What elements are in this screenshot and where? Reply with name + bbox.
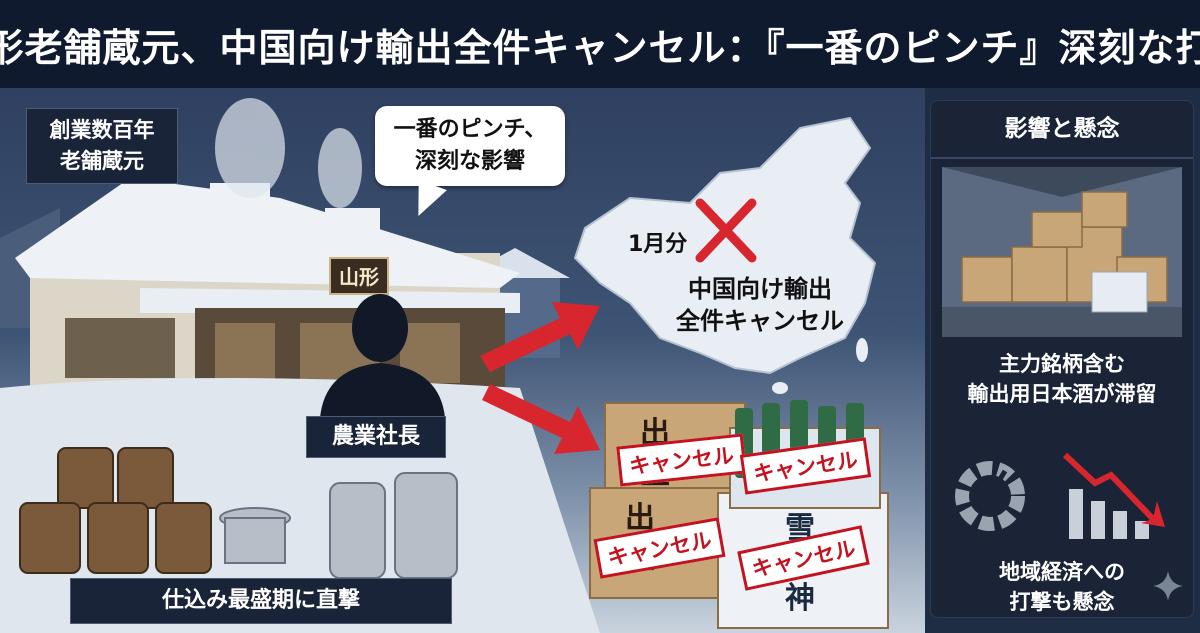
founded-label: 創業数百年 老舗蔵元 — [26, 108, 178, 184]
x-mark-icon — [695, 198, 757, 263]
founded-line-1: 創業数百年 — [49, 118, 155, 142]
stagnant-text: 主力銘柄含む 輸出用日本酒が滞留 — [931, 349, 1193, 409]
stagnant-line-1: 主力銘柄含む — [999, 352, 1125, 376]
warehouse-illustration — [942, 167, 1182, 337]
stagnant-line-2: 輸出用日本酒が滞留 — [967, 382, 1157, 406]
title-bar: 山形老舗蔵元、中国向け輸出全件キャンセル：『一番のピンチ』深刻な打撃 — [0, 0, 1200, 88]
speech-bubble: 一番のピンチ、 深刻な影響 — [375, 106, 565, 186]
speech-line-1: 一番のピンチ、 — [393, 117, 547, 142]
map-line-2: 全件キャンセル — [676, 307, 844, 335]
brewery-building: 山形 — [15, 178, 520, 393]
brewing-tanks — [219, 472, 458, 579]
impact-sidebar: 影響と懸念 主力銘柄含む 輸出用日本酒が滞留 地域経済への 打撃も懸念 — [930, 100, 1194, 618]
sidebar-heading: 影響と懸念 — [931, 101, 1193, 159]
map-cancel-label: 中国向け輸出 全件キャンセル — [650, 273, 870, 337]
brewery-sign — [329, 257, 389, 295]
taiwan-island — [856, 338, 868, 362]
barrels — [19, 447, 212, 574]
economy-text: 地域経済への 打撃も懸念 — [931, 557, 1193, 617]
svg-text:山形: 山形 — [339, 265, 379, 289]
map-month-label: 1月分 — [628, 232, 688, 257]
declining-chart-icon — [1062, 452, 1165, 539]
broken-gear-icon — [955, 461, 1025, 531]
founded-line-2: 老舗蔵元 — [60, 149, 144, 173]
economy-line-1: 地域経済への — [999, 560, 1125, 584]
president-label: 農業社長 — [306, 416, 446, 458]
svg-text:神: 神 — [785, 581, 815, 616]
arrow-icon — [480, 302, 600, 454]
china-map — [573, 116, 877, 375]
map-line-1: 中国向け輸出 — [688, 275, 832, 303]
president-silhouette — [320, 294, 445, 418]
page-title: 山形老舗蔵元、中国向け輸出全件キャンセル：『一番のピンチ』深刻な打撃 — [0, 25, 1200, 70]
economy-line-2: 打撃も懸念 — [1009, 590, 1115, 614]
illustration-scene: 山形 — [0, 88, 925, 633]
brewing-label: 仕込み最盛期に直撃 — [70, 578, 452, 624]
sparkle-icon — [1153, 571, 1183, 601]
speech-line-2: 深刻な影響 — [414, 149, 525, 174]
hainan-island — [772, 382, 788, 394]
